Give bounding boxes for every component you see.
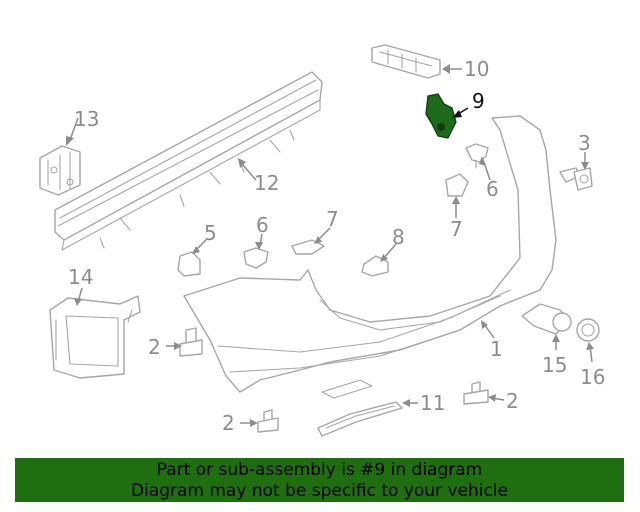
callout-15: 15: [542, 353, 567, 377]
callout-14: 14: [68, 265, 93, 289]
part-2-stud-bottom-left: [257, 409, 279, 433]
part-13-bracket: [39, 145, 81, 196]
part-7-clip-right: [445, 173, 469, 197]
callout-6-right: 6: [486, 177, 499, 201]
callout-6-middle: 6: [256, 213, 269, 237]
part-2-bolt-upper: [179, 327, 203, 357]
callout-11: 11: [420, 391, 445, 415]
parts-diagram: 13 12 10 9 3 6 7 5 6 7 8 14 1 2 2 2 11 1…: [39, 44, 605, 437]
part-3-bolt: [559, 167, 593, 191]
part-6-push-clip-middle: [243, 247, 269, 269]
callout-1: 1: [490, 337, 503, 361]
part-15-parking-sensor: [521, 303, 572, 335]
notice-banner: Part or sub-assembly is #9 in diagram Di…: [15, 458, 624, 502]
part-9-bracket-highlighted: [425, 93, 457, 139]
callout-3: 3: [578, 131, 591, 155]
callout-16: 16: [580, 365, 605, 389]
part-14-sensor-bracket: [49, 295, 141, 379]
part-1-bumper-cover: [183, 115, 557, 399]
callout-13: 13: [74, 107, 99, 131]
callout-2-bottom-left: 2: [222, 411, 235, 435]
callout-5: 5: [204, 221, 217, 245]
callout-2-left: 2: [148, 335, 161, 359]
callout-leaders: [66, 64, 594, 427]
callout-9: 9: [472, 89, 485, 113]
banner-line-part-number: Part or sub-assembly is #9 in diagram: [156, 460, 483, 480]
callout-8: 8: [392, 225, 405, 249]
part-12-reinforcement-beam: [54, 71, 323, 251]
callout-10: 10: [464, 57, 489, 81]
callout-2-bottom-right: 2: [506, 389, 519, 413]
part-16-sensor-bezel: [576, 318, 600, 342]
callout-7-right: 7: [450, 217, 463, 241]
part-11-reflector: [317, 401, 403, 437]
banner-line-disclaimer: Diagram may not be specific to your vehi…: [130, 481, 508, 501]
callout-12: 12: [254, 171, 279, 195]
part-2-stud-bottom-right: [463, 381, 489, 405]
callout-7-middle: 7: [326, 207, 339, 231]
callout-labels: 13 12 10 9 3 6 7 5 6 7 8 14 1 2 2 2 11 1…: [68, 57, 605, 435]
part-10-retainer: [371, 44, 441, 79]
part-5-clip: [177, 251, 201, 277]
